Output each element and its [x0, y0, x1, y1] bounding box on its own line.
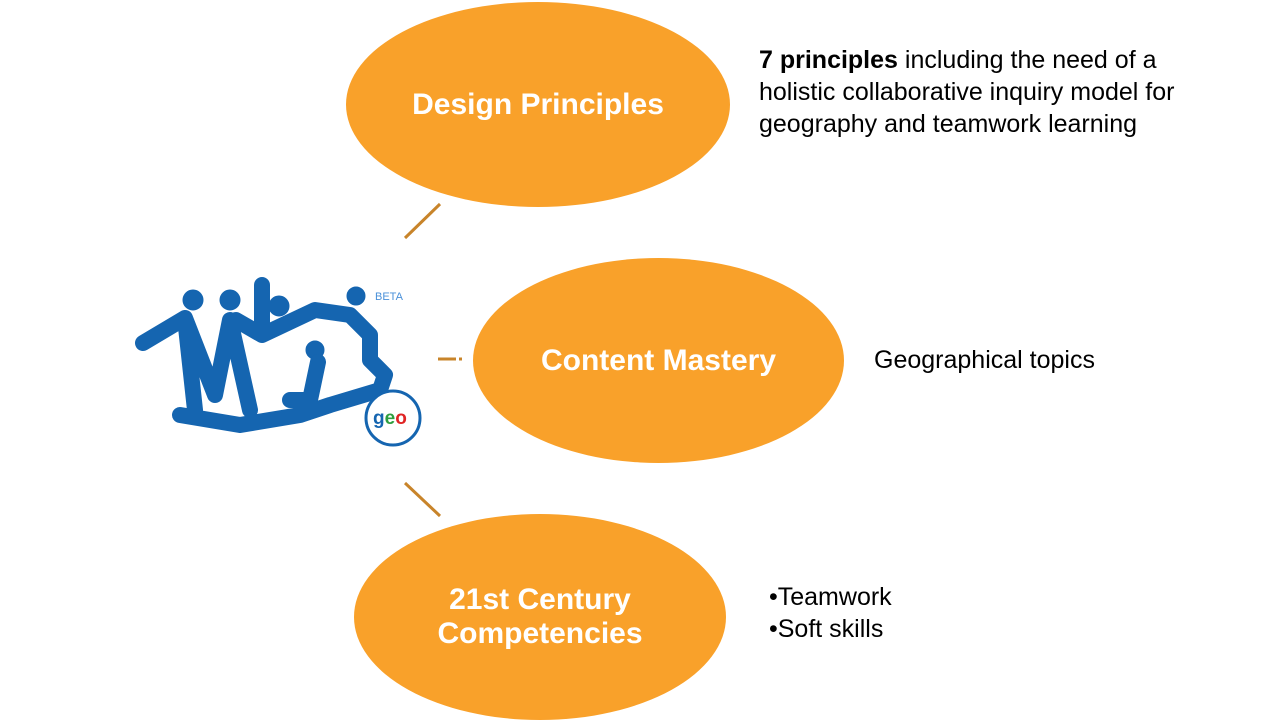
- bullet-item: •Teamwork: [769, 583, 892, 611]
- node-title: Design Principles: [412, 87, 664, 121]
- node-title: 21st Century Competencies: [437, 583, 643, 650]
- desc-bold: 7 principles: [759, 46, 898, 74]
- connector-design: [403, 202, 442, 240]
- bullet-item: •Soft skills: [769, 615, 884, 643]
- desc-text: Geographical topics: [874, 346, 1095, 374]
- desc-text: including the need of a holistic collabo…: [759, 46, 1175, 138]
- design-principles-node: Design Principles: [346, 2, 730, 207]
- content-mastery-node: Content Mastery: [473, 258, 844, 463]
- competencies-desc: •Teamwork •Soft skills: [769, 581, 892, 645]
- competencies-node: 21st Century Competencies: [354, 514, 726, 720]
- node-title: Content Mastery: [540, 343, 777, 377]
- content-mastery-desc: Geographical topics: [874, 344, 1095, 376]
- logo-geo: geo: [373, 408, 407, 429]
- logo-beta: BETA: [375, 291, 404, 303]
- design-principles-desc: 7 principles including the need of a hol…: [759, 44, 1239, 140]
- connector-competencies: [403, 481, 442, 518]
